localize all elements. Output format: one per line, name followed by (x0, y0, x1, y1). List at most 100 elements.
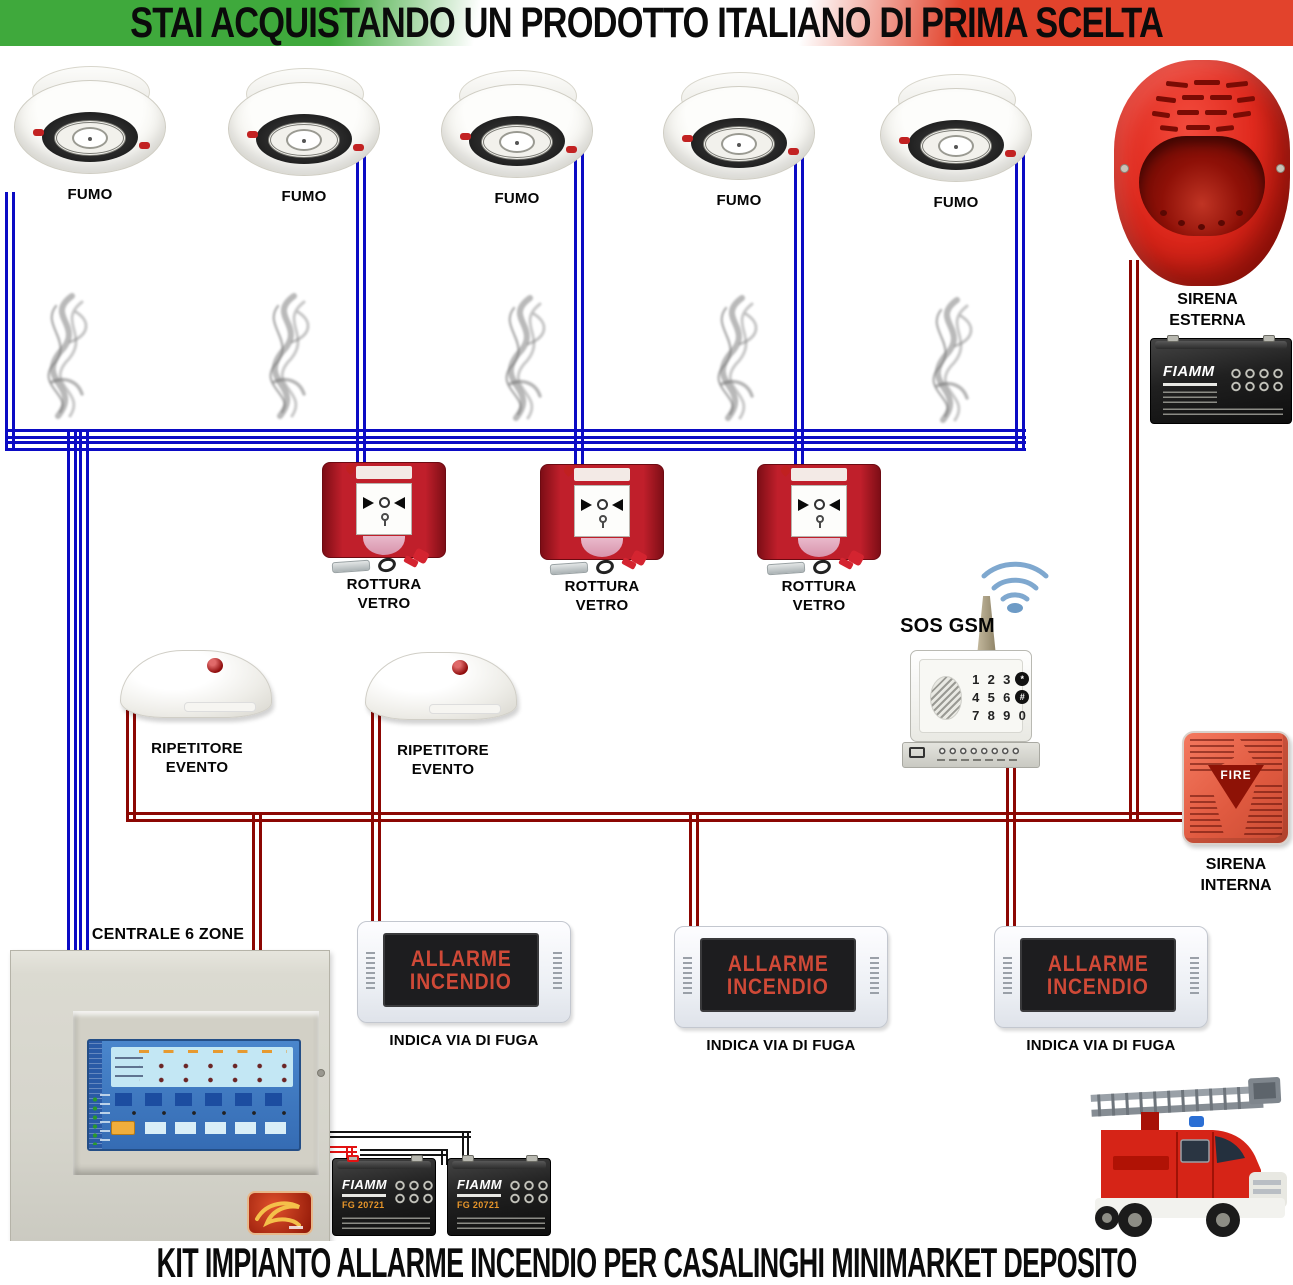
zone-header-marks (139, 1050, 287, 1053)
footer-caption-text: KIT IMPIANTO ALLARME INCENDIO PER CASALI… (156, 1239, 1138, 1285)
escape-sign-screen: ALLARME INCENDIO (383, 933, 539, 1007)
lens-led-icon (1178, 220, 1185, 226)
internal-siren-label-line2: INTERNA (1200, 876, 1272, 894)
key-hash: # (1015, 690, 1030, 704)
battery: FIAMM (1150, 335, 1292, 424)
sign-text-line1: ALLARME (727, 950, 829, 976)
battery-terminal (411, 1155, 423, 1162)
external-siren-label-line1: SIRENA (1177, 291, 1238, 308)
speaker-grille-icon (930, 676, 962, 720)
internal-siren-label: SIRENA INTERNA (1180, 855, 1292, 897)
detector-led-icon (682, 135, 693, 142)
external-siren-label: SIRENA ESTERNA (1145, 290, 1270, 332)
screw-icon (317, 1069, 325, 1077)
repeater-label-line2: EVENTO (165, 758, 229, 776)
keyhole-icon (599, 515, 607, 528)
smoke-detector-label: FUMO (67, 186, 113, 203)
escape-sign-caption: INDICA VIA DI FUGA (706, 1037, 856, 1054)
escape-sign: ALLARME INCENDIO (994, 926, 1208, 1028)
gsm-label: SOS GSM (900, 615, 995, 637)
gsm-terminal-caption (937, 759, 1021, 761)
smoke-wisp (30, 290, 104, 422)
smoke-detector (663, 72, 815, 190)
sign-text-line2: INCENDIO (727, 974, 829, 999)
status-led-row (119, 1111, 291, 1115)
battery-terminal (1263, 335, 1275, 342)
sign-vent (553, 951, 562, 989)
gsm-brand-mark (909, 747, 925, 758)
smoke-detector-label: FUMO (933, 194, 979, 211)
internal-siren-label-line1: SIRENA (1205, 856, 1267, 873)
key-1: 1 (972, 671, 980, 687)
battery-brand: FIAMM (342, 1177, 388, 1192)
battery-brand: FIAMM (1163, 363, 1215, 380)
key-4: 4 (972, 689, 980, 705)
call-point-flap (581, 538, 623, 557)
zone-caption-marks (115, 1057, 143, 1077)
wifi-waves-icon (981, 561, 1049, 613)
detector-inner-ring (268, 122, 340, 158)
sos-gsm-unit: 1 2 3 * 4 5 6 # 7 8 9 0 (910, 650, 1032, 742)
detector-hub (72, 127, 108, 149)
screw-icon (1120, 164, 1129, 173)
cable-loop (811, 557, 833, 577)
wire-blue-panel-drop-a (67, 431, 77, 955)
event-repeater-label: RIPETITORE EVENTO (368, 742, 518, 780)
keyhole-icon (816, 515, 824, 528)
call-point-label-line2: VETRO (792, 596, 846, 614)
battery-label-bar (342, 1194, 386, 1197)
battery-brand: FIAMM (457, 1177, 503, 1192)
battery-warning-icons (508, 1179, 548, 1204)
vent-slot (1205, 110, 1227, 115)
wire-black-panel-battery2-h (330, 1131, 471, 1138)
call-point-label-line2: VETRO (575, 596, 629, 614)
call-point-flap (798, 538, 840, 557)
vent-slot (1186, 125, 1210, 130)
wire-blue-detector3-callpoint2 (574, 132, 584, 465)
press-point-icon (379, 497, 390, 508)
call-point-glass (791, 485, 847, 537)
wire-black-battery-jumper-h (360, 1149, 448, 1156)
detector-led-icon (247, 131, 258, 138)
escape-sign-caption: INDICA VIA DI FUGA (389, 1032, 539, 1049)
sign-vent (366, 951, 375, 989)
gsm-terminal-strip (902, 742, 1040, 768)
zone-led-grid (139, 1056, 287, 1084)
call-point-label: ROTTURA VETRO (540, 578, 664, 616)
repeater-led-icon (452, 660, 468, 675)
call-point-label: ROTTURA VETRO (757, 578, 881, 616)
wire-black-battery-jumper-v (441, 1151, 448, 1165)
manufacturer-logo (247, 1191, 313, 1235)
battery-terminal (1167, 335, 1179, 342)
battery-label-bar (457, 1194, 501, 1197)
key-5: 5 (987, 689, 995, 705)
wire-red-bus (126, 812, 1188, 822)
escape-sign: ALLARME INCENDIO (674, 926, 888, 1028)
footer-caption: KIT IMPIANTO ALLARME INCENDIO PER CASALI… (0, 1239, 1293, 1285)
sign-text-line2: INCENDIO (1047, 974, 1149, 999)
smoke-detector (14, 66, 166, 184)
cable-loop (594, 557, 616, 577)
detector-led-icon (139, 142, 150, 149)
repeater-base (429, 704, 501, 714)
call-point (322, 462, 446, 582)
sign-text-line1: ALLARME (1047, 950, 1149, 976)
vent-slot (1177, 110, 1199, 115)
lens-led-icon (1236, 210, 1243, 216)
key-star: * (1015, 672, 1030, 686)
arrow-right-icon (363, 497, 374, 509)
battery-fine-print (1163, 391, 1217, 403)
detector-inner-ring (703, 126, 775, 162)
event-repeater (120, 650, 272, 720)
smoke-detector (880, 74, 1032, 192)
smoke-wisp (700, 292, 774, 424)
smoke-wisp (915, 294, 989, 426)
call-point (540, 464, 664, 584)
screw-icon (1276, 164, 1285, 173)
alarm-silence-button (111, 1121, 135, 1135)
control-panel-cabinet (10, 950, 330, 1243)
key-9: 9 (1003, 707, 1011, 723)
gsm-face-panel: 1 2 3 * 4 5 6 # 7 8 9 0 (919, 659, 1030, 733)
arrow-left-icon (829, 499, 840, 511)
